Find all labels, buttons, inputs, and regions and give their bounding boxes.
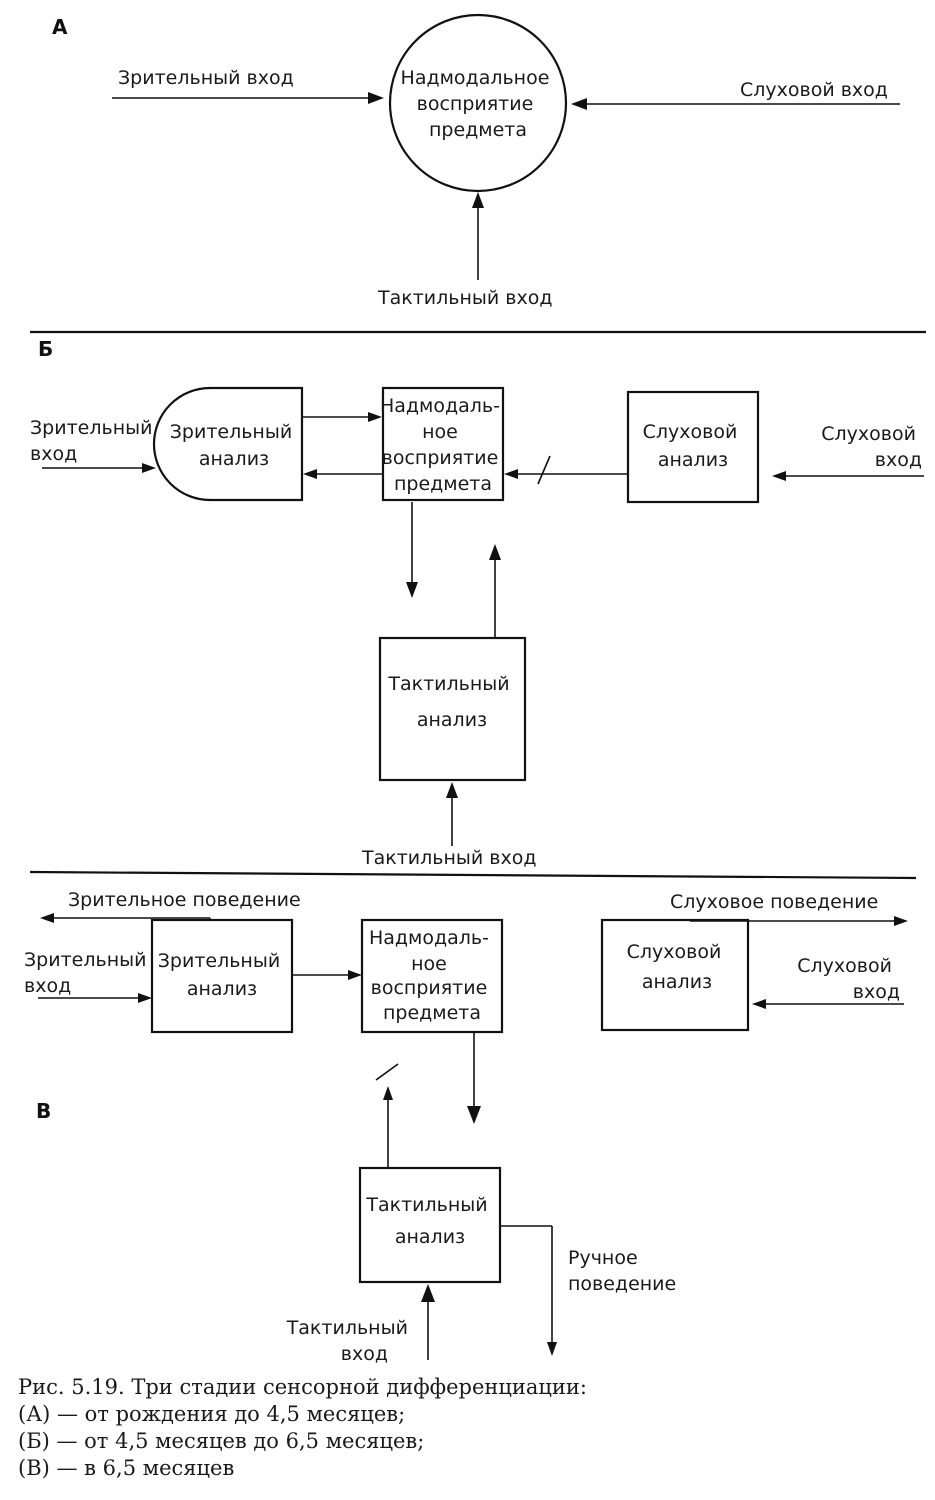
a-visual-input-label: Зрительный вход	[118, 67, 294, 89]
b-amodal-to-tactile-arrowhead	[406, 582, 418, 598]
b-tactile-input-arrowhead	[446, 782, 458, 798]
a-tactile-input-arrowhead	[472, 192, 484, 208]
c-auditory-input-arrowhead	[752, 999, 766, 1009]
caption-line-4: (В) — в 6,5 месяцев	[18, 1456, 234, 1480]
b-auditory-input-label: Слуховой вход	[821, 423, 922, 471]
b-auditory-input-arrowhead	[772, 471, 786, 481]
b-visual-input-label: Зрительный вход	[30, 417, 159, 465]
c-amodal-perception-label: Надмодаль- ное восприятие предмета	[369, 927, 495, 1024]
section-c: Зрительное поведение Слуховое поведение …	[24, 889, 908, 1365]
c-auditory-behavior-arrowhead	[894, 916, 908, 926]
a-amodal-perception-label: Надмодальное восприятие предмета	[401, 67, 556, 141]
c-auditory-behavior-label: Слуховое поведение	[670, 891, 878, 913]
b-tactile-to-amodal-arrowhead	[489, 544, 501, 560]
c-manual-behavior-arrowhead	[547, 1342, 557, 1356]
b-tactile-input-label: Тактильный вход	[361, 847, 537, 869]
c-visual-analysis-label: Зрительный анализ	[158, 950, 287, 1000]
a-amodal-perception-circle	[388, 13, 568, 193]
c-tactile-input-label: Тактильный вход	[286, 1317, 414, 1365]
caption-line-1: Рис. 5.19. Три стадии сенсорной дифферен…	[18, 1375, 587, 1399]
c-amodal-to-tactile-arrowhead	[467, 1106, 481, 1124]
a-tactile-input-label: Тактильный вход	[377, 287, 553, 309]
b-amodal-perception-label: Надмодаль- ное восприятие предмета	[380, 395, 506, 495]
a-auditory-input-arrowhead	[571, 98, 587, 110]
b-auditory-analysis-box	[626, 390, 760, 504]
section-b: Б Зрительный анализ Зрительный вход Надм…	[30, 337, 924, 869]
separator-b-c	[29, 870, 917, 880]
c-manual-behavior-label: Ручное поведение	[568, 1247, 676, 1295]
section-a-letter: А	[52, 15, 68, 39]
c-visual-behavior-label: Зрительное поведение	[68, 889, 301, 911]
c-visual-to-amodal-arrowhead	[348, 970, 362, 980]
b-visual-analysis-box	[152, 386, 304, 502]
b-visual-analysis-label: Зрительный анализ	[170, 421, 299, 470]
figure-caption: Рис. 5.19. Три стадии сенсорной дифферен…	[18, 1375, 587, 1480]
c-auditory-analysis-label: Слуховой анализ	[627, 941, 728, 993]
b-auditory-analysis-label: Слуховой анализ	[643, 421, 744, 471]
a-auditory-input-label: Слуховой вход	[740, 79, 888, 101]
caption-line-2: (А) — от рождения до 4,5 месяцев;	[18, 1402, 405, 1426]
section-c-letter: В	[36, 1099, 51, 1123]
b-visual-input-arrowhead	[142, 463, 156, 473]
c-visual-analysis-box	[150, 918, 294, 1034]
c-amodal-perception-box	[360, 918, 504, 1034]
c-tactile-block-mark	[375, 1063, 399, 1081]
b-auditory-block-mark	[537, 455, 551, 485]
c-tactile-analysis-box	[358, 1166, 502, 1284]
b-auditory-to-amodal-arrowhead	[504, 469, 518, 479]
b-tactile-analysis-label: Тактильный анализ	[387, 673, 515, 731]
c-visual-input-arrowhead	[138, 993, 152, 1003]
c-visual-behavior-arrowhead	[40, 913, 54, 923]
b-visual-to-amodal-arrowhead	[368, 412, 382, 422]
b-amodal-perception-box	[381, 386, 505, 502]
c-tactile-to-amodal-arrowhead	[383, 1086, 393, 1100]
c-tactile-input-arrowhead	[421, 1284, 435, 1302]
a-visual-input-arrowhead	[368, 92, 384, 104]
c-visual-input-label: Зрительный вход	[24, 949, 153, 997]
c-auditory-input-label: Слуховой вход	[797, 955, 900, 1003]
b-amodal-to-visual-arrowhead	[303, 469, 317, 479]
section-a: А Надмодальное восприятие предмета Зрите…	[52, 13, 900, 309]
caption-line-3: (Б) — от 4,5 месяцев до 6,5 месяцев;	[18, 1429, 424, 1453]
section-b-letter: Б	[38, 337, 53, 361]
c-auditory-analysis-box	[600, 918, 750, 1032]
c-tactile-analysis-label: Тактильный анализ	[365, 1194, 493, 1248]
b-tactile-analysis-box	[378, 636, 527, 782]
